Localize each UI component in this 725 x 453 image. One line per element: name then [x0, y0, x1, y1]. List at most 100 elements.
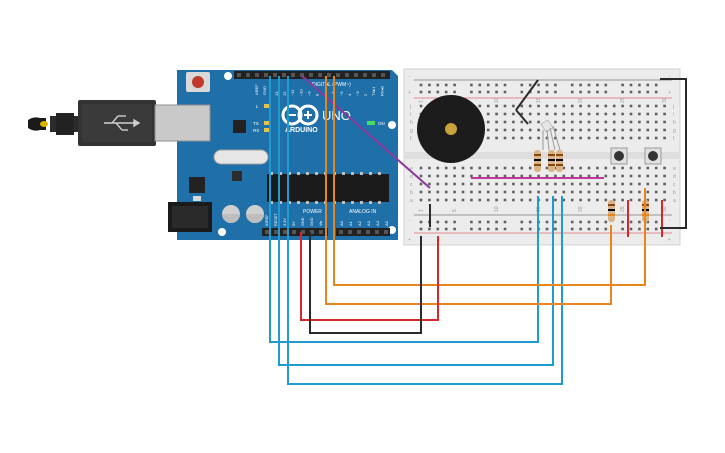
wire-black[interactable] [515, 79, 539, 111]
digital-pin-label: ~5 [339, 91, 344, 96]
piezo-buzzer[interactable] [417, 95, 485, 163]
rail-minus-label: - [409, 74, 411, 80]
breadboard-hole [453, 190, 456, 194]
wire-black[interactable] [515, 109, 529, 125]
breadboard-hole [612, 104, 616, 108]
breadboard-hole [419, 190, 423, 194]
breadboard-hole [570, 220, 574, 224]
breadboard-hole [587, 136, 591, 140]
breadboard-hole [554, 90, 557, 94]
reset-button[interactable] [186, 72, 210, 92]
breadboard-hole [554, 190, 557, 194]
analog-pin-label: A5 [384, 220, 389, 226]
breadboard-hole [537, 182, 540, 186]
breadboard-hole [621, 83, 624, 87]
breadboard-hole [612, 128, 616, 132]
breadboard-hole [512, 182, 515, 186]
wire-orange[interactable] [333, 76, 646, 286]
breadboard-hole [520, 220, 524, 224]
breadboard-hole [554, 120, 557, 124]
resistor[interactable] [556, 150, 563, 172]
breadboard-hole [596, 90, 599, 94]
breadboard-hole [629, 174, 633, 178]
breadboard-hole [470, 166, 473, 170]
wire-purple[interactable] [301, 75, 431, 189]
breadboard-hole [596, 112, 599, 116]
wire-cyan[interactable] [287, 76, 563, 385]
power-pin-label: 3.3V [283, 218, 287, 226]
breadboard-hole [587, 227, 591, 231]
breadboard-hole [528, 198, 532, 202]
breadboard-hole [587, 120, 591, 124]
breadboard-hole [478, 220, 482, 224]
breadboard-hole [579, 182, 582, 186]
pushbutton[interactable] [610, 147, 628, 165]
breadboard-hole [596, 166, 599, 170]
breadboard-hole [612, 182, 616, 186]
breadboard-hole [554, 198, 557, 202]
breadboard-column-numbers: 115510101515202025253030 [419, 97, 669, 212]
atmega-chip [267, 174, 389, 202]
breadboard-hole [453, 174, 456, 178]
rx-led [264, 128, 270, 132]
power-pin-label: GND [310, 217, 314, 226]
breadboard-hole [419, 174, 423, 178]
breadboard-hole [638, 83, 641, 87]
wire-cyan[interactable] [269, 76, 539, 343]
breadboard-hole [537, 190, 540, 194]
breadboard-hole [436, 83, 440, 87]
breadboard-hole [444, 166, 448, 170]
rail-plus-label: + [668, 237, 671, 243]
resistor[interactable] [534, 150, 541, 172]
breadboard-hole [428, 190, 431, 194]
breadboard-hole [604, 90, 608, 94]
breadboard-hole [428, 182, 431, 186]
breadboard-hole [638, 128, 641, 132]
breadboard-hole [587, 104, 591, 108]
breadboard-hole [486, 190, 490, 194]
breadboard-hole [604, 182, 608, 186]
breadboard-hole [419, 198, 423, 202]
breadboard-hole [596, 128, 599, 132]
breadboard-hole [638, 90, 641, 94]
breadboard-hole [604, 227, 608, 231]
wire-red[interactable] [300, 232, 439, 321]
breadboard-hole [646, 83, 650, 87]
breadboard-hole [495, 104, 498, 108]
rgb-led[interactable] [540, 119, 561, 151]
breadboard-hole [528, 120, 532, 124]
breadboard-hole [654, 174, 658, 178]
breadboard-hole [520, 182, 524, 186]
analog-pin-label: A4 [375, 220, 380, 226]
breadboard-hole [470, 190, 473, 194]
row-letter: b [410, 190, 413, 196]
breadboard-hole [503, 182, 507, 186]
breadboard-hole [554, 182, 557, 186]
resistor[interactable] [608, 200, 615, 222]
pushbutton[interactable] [644, 147, 662, 165]
breadboard-hole [596, 83, 599, 87]
breadboard-hole [604, 83, 608, 87]
wire-black[interactable] [309, 232, 422, 334]
wire-black[interactable] [660, 78, 687, 229]
breadboard-hole [453, 90, 456, 94]
breadboard-hole [503, 220, 507, 224]
breadboard-hole [629, 83, 633, 87]
breadboard-hole [512, 104, 515, 108]
breadboard-hole [436, 166, 440, 170]
breadboard-hole [545, 90, 549, 94]
breadboard-hole [604, 128, 608, 132]
wire-orange[interactable] [325, 76, 612, 305]
breadboard-hole [478, 198, 482, 202]
arduino-uno-board[interactable]: ARDUINO UNO DIGITAL (PWM~) POWER ANALOG … [154, 70, 398, 240]
column-number: 15 [536, 97, 542, 103]
breadboard-hole [486, 120, 490, 124]
breadboard-hole [612, 198, 616, 202]
wire-cyan[interactable] [278, 76, 554, 366]
breadboard-hole [646, 190, 650, 194]
breadboard-hole [596, 220, 599, 224]
resistor[interactable] [548, 150, 555, 172]
breadboard-hole [478, 227, 482, 231]
